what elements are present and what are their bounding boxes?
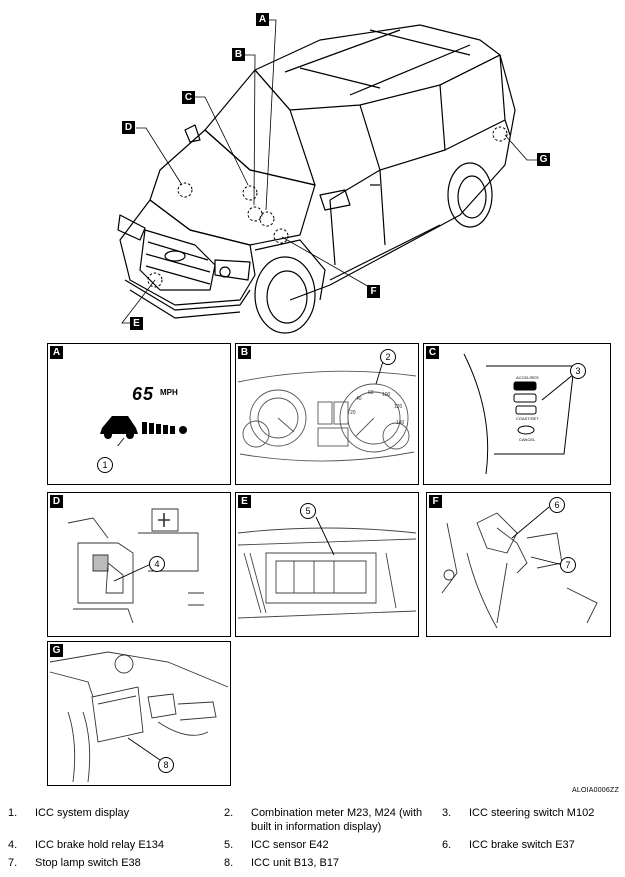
overview-letter-b: B: [232, 48, 245, 61]
vehicle-overview: A B C D E F G: [0, 0, 625, 340]
pedal-switch-drawing: [441, 506, 598, 629]
panel-g-icc-unit: G 8: [47, 641, 231, 786]
svg-text:60: 60: [368, 390, 374, 396]
callout-7: 7: [560, 557, 576, 573]
callout-1: 1: [97, 457, 113, 473]
legend-text: ICC unit B13, B17: [251, 857, 340, 869]
legend-number: 1.: [8, 807, 18, 819]
panel-c-letter: C: [426, 346, 439, 359]
legend-item-7: 7. Stop lamp switch E38: [8, 856, 218, 872]
legend-text: ICC brake hold relay E134: [35, 839, 165, 851]
legend-text: ICC sensor E42: [251, 839, 329, 851]
legend-number: 5.: [224, 839, 234, 851]
legend-text: ICC system display: [35, 807, 130, 819]
legend-number: 2.: [224, 807, 234, 819]
vehicle-drawing: [117, 19, 537, 334]
panel-f-brake-and-stop-lamp-switch: F 6 7: [426, 492, 611, 637]
overview-letter-e: E: [130, 317, 143, 330]
vehicle-distance-icon: [100, 416, 187, 446]
callout-8: 8: [158, 757, 174, 773]
accel-res-label: ACCEL/RES: [516, 375, 539, 380]
svg-text:140: 140: [396, 420, 405, 426]
panel-g-letter: G: [50, 644, 63, 657]
panel-a-icc-display: A 65 MPH 1: [47, 343, 231, 485]
overview-letter-c: C: [182, 91, 195, 104]
overview-letter-a: A: [256, 13, 269, 26]
legend-number: 8.: [224, 857, 234, 869]
callout-4: 4: [149, 556, 165, 572]
svg-text:40: 40: [356, 396, 362, 402]
icc-unit-drawing: [49, 651, 229, 783]
panel-e-icc-sensor: E 5: [235, 492, 419, 637]
panel-d-letter: D: [50, 495, 63, 508]
panel-c-steering-switch: C ACCEL/RES COAST/SET CANCEL 3: [423, 343, 611, 485]
legend-text: Stop lamp switch E38: [35, 857, 141, 869]
callout-5: 5: [300, 503, 316, 519]
coast-set-label: COAST/SET: [516, 416, 539, 421]
legend-number: 6.: [442, 839, 452, 851]
relay-location-drawing: [67, 508, 204, 624]
callout-3: 3: [570, 363, 586, 379]
callout-6: 6: [549, 497, 565, 513]
legend-item-3: 3. ICC steering switch M102: [442, 806, 622, 822]
svg-text:100: 100: [382, 392, 391, 398]
svg-text:20: 20: [350, 410, 356, 416]
panel-d-brake-hold-relay: D 4: [47, 492, 231, 637]
speed-value: 65: [132, 384, 155, 404]
combination-meter-drawing: 40 60 100 120 20 140: [237, 357, 417, 462]
legend-number: 4.: [8, 839, 18, 851]
legend-text: ICC steering switch M102: [469, 807, 595, 819]
overview-letter-d: D: [122, 121, 135, 134]
panel-f-letter: F: [429, 495, 442, 508]
panel-e-letter: E: [238, 495, 251, 508]
callout-2: 2: [380, 349, 396, 365]
legend-number: 7.: [8, 857, 18, 869]
legend-item-1: 1. ICC system display: [8, 806, 218, 822]
icc-sensor-drawing: [237, 516, 417, 619]
cancel-label: CANCEL: [519, 437, 536, 442]
panel-a-letter: A: [50, 346, 63, 359]
panel-b-combination-meter: B 40 60 100 120 20 140 2: [235, 343, 419, 485]
figure-id: ALOIA0006ZZ: [572, 787, 619, 794]
svg-text:120: 120: [394, 404, 403, 410]
overview-letter-f: F: [367, 285, 380, 298]
legend-item-6: 6. ICC brake switch E37: [442, 838, 622, 854]
steering-switch-drawing: [463, 353, 575, 475]
legend-text: ICC brake switch E37: [469, 839, 575, 851]
legend-item-5: 5. ICC sensor E42: [224, 838, 434, 854]
legend-item-2: 2. Combination meter M23, M24 (with buil…: [224, 806, 434, 836]
panel-b-letter: B: [238, 346, 251, 359]
overview-letter-g: G: [537, 153, 550, 166]
legend-text: Combination meter M23, M24 (with built i…: [251, 807, 423, 833]
legend-number: 3.: [442, 807, 452, 819]
legend-item-4: 4. ICC brake hold relay E134: [8, 838, 218, 854]
legend-item-8: 8. ICC unit B13, B17: [224, 856, 434, 872]
speed-unit: MPH: [160, 388, 178, 397]
